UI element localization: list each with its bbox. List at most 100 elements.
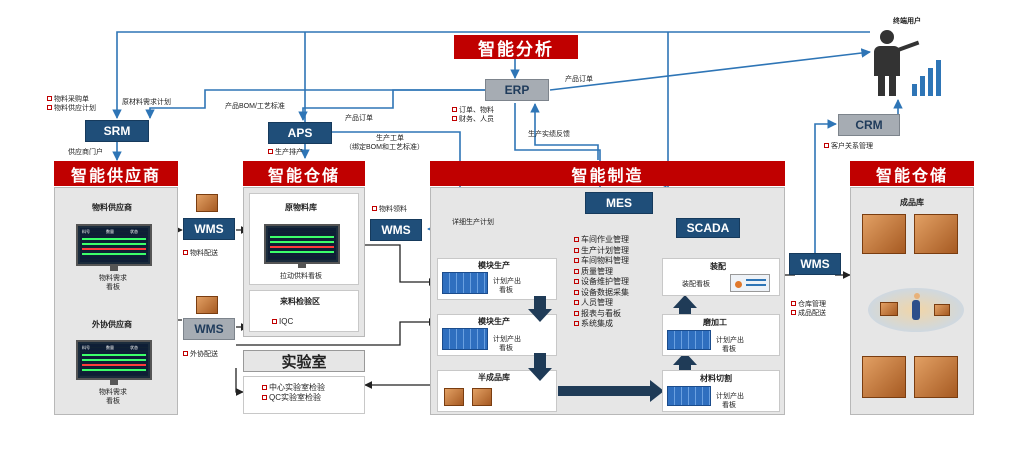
board-line: 物料需求	[99, 389, 127, 396]
material-pick-text: 物料领料	[379, 206, 407, 213]
right-arrow-icon	[558, 386, 650, 396]
wms-left2-note: 外协配送	[183, 350, 218, 359]
crate-icon	[444, 388, 464, 406]
analysis-title[interactable]: 智能分析	[454, 35, 578, 59]
up-arrow-head	[673, 295, 697, 308]
crate-stack-icon	[914, 356, 958, 398]
plan-board-line: 看板	[722, 402, 736, 409]
product-order-erp-label: 产品订单	[565, 76, 593, 83]
module1-plan-board: 计划产出 看板	[493, 277, 521, 295]
outsource-board-label: 物料需求 看板	[96, 388, 130, 406]
semi-store-label: 半成品库	[478, 373, 510, 382]
cutting-label: 材料切割	[700, 374, 732, 383]
srm-note: 物料采购单	[54, 96, 89, 103]
warehouse-title[interactable]: 智能仓储	[243, 161, 365, 186]
aps-note: 生产排产	[268, 148, 303, 157]
screen-header: 状态	[130, 229, 138, 234]
mes-function: 质量管理	[581, 266, 613, 276]
lab-box: 中心实验室检验 QC实验室检验	[243, 376, 365, 414]
plan-board-line: 看板	[499, 287, 513, 294]
mes-function: 车间作业管理	[581, 235, 629, 244]
screen-header: 料号	[82, 345, 90, 350]
aps-box[interactable]: APS	[268, 122, 332, 144]
incoming-box	[249, 290, 359, 332]
lab-title[interactable]: 实验室	[243, 350, 365, 372]
end-user-icon	[874, 30, 954, 98]
assembly-label: 装配	[710, 262, 726, 271]
wms-left2-box[interactable]: WMS	[183, 318, 235, 340]
iqc-note: IQC	[272, 317, 293, 327]
crm-note-text: 客户关系管理	[831, 143, 873, 150]
screen-header: 料号	[82, 229, 90, 234]
product-bom-label: 产品BOM/工艺标准	[225, 103, 285, 110]
mfg-title[interactable]: 智能制造	[430, 161, 785, 186]
wms-right-box[interactable]: WMS	[789, 253, 841, 275]
cutting-plan-board: 计划产出 看板	[716, 392, 744, 410]
assembly-board-label: 装配看板	[682, 281, 710, 288]
wms-right-notes: 仓库管理 成品配送	[791, 300, 826, 318]
production-ticket-label: 生产工单	[376, 135, 404, 142]
mes-function-list: 车间作业管理 生产计划管理 车间物料管理 质量管理 设备维护管理 设备数据采集 …	[574, 235, 629, 330]
board-line: 看板	[106, 398, 120, 405]
monitor-stand	[110, 380, 118, 385]
plan-board-line: 计划产出	[493, 336, 521, 343]
erp-box[interactable]: ERP	[485, 79, 549, 101]
crate-stack-icon	[914, 214, 958, 254]
monitor-stand	[110, 266, 118, 271]
plan-board-line: 计划产出	[716, 393, 744, 400]
up-arrow-icon	[679, 364, 691, 372]
mes-box[interactable]: MES	[585, 192, 653, 214]
supplier-title[interactable]: 智能供应商	[54, 161, 178, 186]
crm-note: 客户关系管理	[824, 142, 873, 151]
detail-plan-label: 详细生产计划	[452, 219, 494, 226]
plan-board-line: 计划产出	[493, 278, 521, 285]
mes-function: 设备数据采集	[581, 287, 629, 297]
crm-box[interactable]: CRM	[838, 114, 900, 136]
screen-header: 状态	[130, 345, 138, 350]
wms-mfg-box[interactable]: WMS	[370, 219, 422, 241]
production-feedback-label: 生产实绩反馈	[528, 131, 570, 138]
mes-function: 报表与看板	[581, 308, 621, 318]
erp-note: 财务、人员	[459, 116, 494, 123]
crate-icon	[472, 388, 492, 406]
outsource-supplier-label: 外协供应商	[92, 320, 132, 329]
fg-warehouse-title[interactable]: 智能仓储	[850, 161, 974, 186]
down-arrow-head	[528, 309, 552, 322]
scada-box[interactable]: SCADA	[676, 218, 740, 238]
srm-box[interactable]: SRM	[85, 120, 149, 142]
down-arrow-icon	[534, 353, 546, 369]
up-arrow-icon	[679, 307, 691, 317]
wms-left-note-text: 物料配送	[190, 250, 218, 257]
monitor-stand	[298, 264, 306, 268]
forklift-icon	[196, 194, 218, 212]
pull-board-monitor	[264, 224, 340, 264]
workers-icon	[868, 288, 964, 332]
raw-store-label: 原物料库	[285, 203, 317, 212]
erp-notes: 订单、物料 财务、人员	[452, 106, 494, 124]
material-board-label: 物料需求 看板	[96, 274, 130, 292]
product-order-aps-label: 产品订单	[345, 115, 373, 122]
assembly-board-icon	[730, 274, 770, 292]
supplier-portal-label: 供应商门户	[68, 149, 103, 156]
module2-label: 模块生产	[478, 317, 510, 326]
cutting-board-icon	[667, 386, 711, 406]
module2-board-icon	[442, 328, 488, 350]
plan-board-line: 看板	[722, 346, 736, 353]
screen-header: 数量	[106, 229, 114, 234]
material-pick-note: 物料领料	[372, 205, 407, 214]
srm-note: 物料供应计划	[54, 105, 96, 112]
lab-item: QC实验室检验	[269, 393, 321, 402]
wms-left-box[interactable]: WMS	[183, 218, 235, 240]
fg-store-label: 成品库	[900, 198, 924, 207]
wms-left2-note-text: 外协配送	[190, 351, 218, 358]
mes-function: 车间物料管理	[581, 256, 629, 265]
production-ticket-sub: （绑定BOM和工艺标准）	[345, 144, 424, 151]
aps-note-text: 生产排产	[275, 149, 303, 156]
plan-board-line: 计划产出	[716, 337, 744, 344]
crate-stack-icon	[862, 356, 906, 398]
wms-right-note: 成品配送	[798, 310, 826, 317]
end-user-label: 终端用户	[893, 18, 921, 25]
grinding-board-icon	[667, 330, 711, 350]
grinding-label: 磨加工	[703, 318, 727, 327]
screen-header: 数量	[106, 345, 114, 350]
